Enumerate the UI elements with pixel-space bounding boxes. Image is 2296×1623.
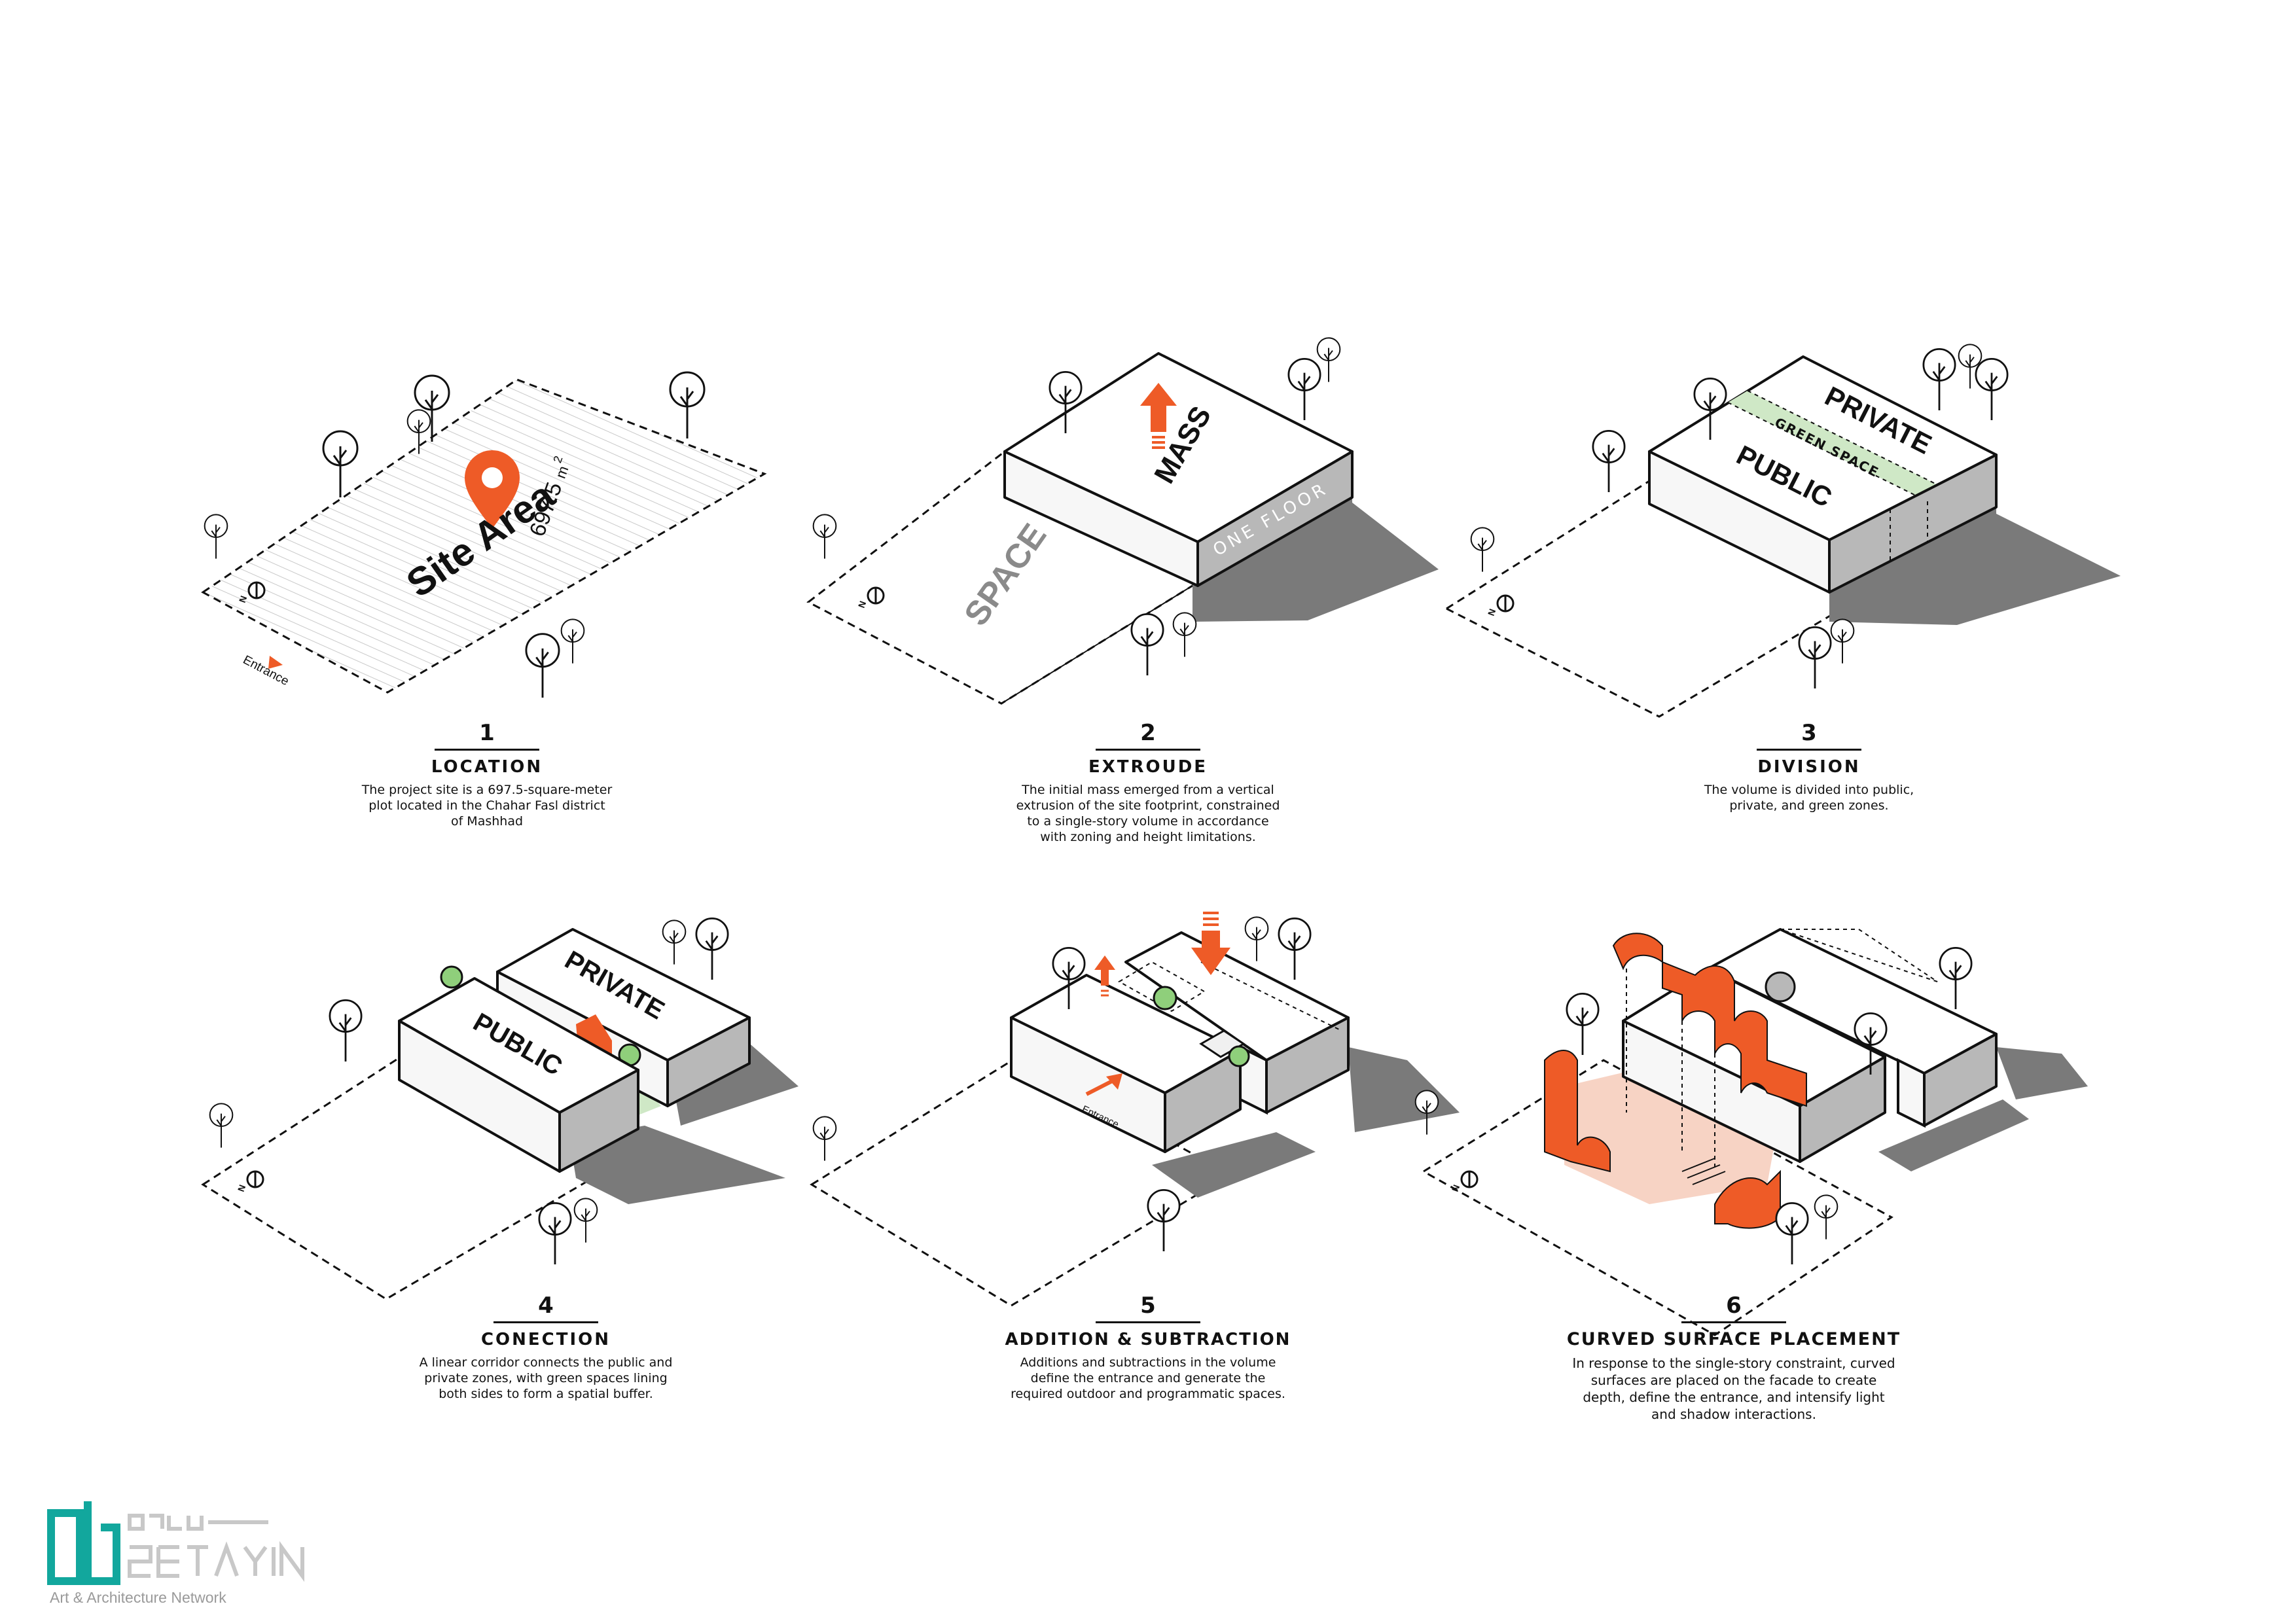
diagram-description: A linear corridor connects the public an… [376,1355,716,1402]
tree-icon [205,514,228,558]
tree-icon [539,1203,571,1264]
tree-icon [330,1000,361,1061]
tree-icon [670,372,704,438]
tree-icon [1279,918,1310,980]
divider [493,1321,598,1323]
logo [46,1499,321,1590]
north-arrow-icon [249,582,264,598]
diagram-description: The initial mass emerged from a vertical… [978,782,1318,845]
entrance-label: Entrance [241,653,291,688]
back-volume-left [1898,1060,1924,1126]
tree-icon [323,431,357,497]
logo-mark-icon [51,1501,117,1581]
diagram-title: CONECTION [376,1329,716,1351]
tree-icon [575,1198,598,1242]
diagram-2-extroude: MASS ONE FLOOR SPACE N [808,338,1439,704]
tree-icon [696,918,728,980]
tree-icon [1799,627,1831,688]
diagram-number: 6 [1551,1293,1917,1319]
tree-icon [663,920,686,964]
north-arrow-icon [247,1171,263,1187]
tree-icon [1471,527,1494,571]
tree-icon [1132,614,1163,675]
tree-icon [1924,349,1955,410]
divider [1757,749,1861,751]
north-label: N [236,1183,247,1193]
footprint-edge [1001,582,1198,704]
tree-icon [1567,993,1598,1055]
tree-green-icon [1154,987,1176,1009]
diagram-title: DIVISION [1639,756,1979,778]
tree-icon [526,634,559,698]
tree-icon [562,619,584,663]
tree-icon [1831,619,1854,663]
divider [1681,1321,1786,1323]
caption-6: 6 CURVED SURFACE PLACEMENT In response t… [1551,1293,1917,1423]
diagram-5-addition-subtraction: Entrance [812,913,1460,1306]
mass-shadow [1996,1047,2088,1099]
divider [435,749,539,751]
diagram-title: EXTROUDE [978,756,1318,778]
skylight-icon [1766,972,1795,1001]
logo-tagline: Art & Architecture Network [50,1589,226,1607]
tree-icon [1776,1203,1808,1264]
diagram-4-conection: PRIVATE PUBLIC N [203,918,798,1299]
diagram-description: The project site is a 697.5-square-meter… [317,782,657,829]
mass-shadow [1348,1047,1460,1132]
diagram-description: In response to the single-story constrai… [1551,1355,1917,1423]
caption-3: 3 DIVISION The volume is divided into pu… [1639,720,1979,813]
tree-icon [814,1116,836,1160]
caption-2: 2 EXTROUDE The initial mass emerged from… [978,720,1318,845]
diagram-number: 2 [978,720,1318,746]
tree-icon [1174,613,1196,656]
divider [1096,1321,1200,1323]
north-arrow-icon [1462,1171,1477,1187]
diagram-1-location: Site Area 697.5m2 N Entrance [203,372,764,698]
curved-canopy [1613,933,1662,969]
diagram-title: LOCATION [317,756,657,778]
diagram-number: 4 [376,1293,716,1319]
north-arrow-icon [1498,596,1513,611]
diagram-3-division: PRIVATE GREEN SPACE PUBLIC N [1446,344,2121,717]
north-label: N [1486,607,1498,617]
tree-icon [1940,948,1971,1009]
caption-5: 5 ADDITION & SUBTRACTION Additions and s… [978,1293,1318,1402]
diagram-number: 3 [1639,720,1979,746]
logo-wordmark-icon [130,1516,302,1576]
diagram-title: ADDITION & SUBTRACTION [978,1329,1318,1351]
tree-icon [1246,917,1268,961]
diagram-title: CURVED SURFACE PLACEMENT [1551,1329,1917,1351]
diagram-6-curved-surface: N [1416,929,2088,1335]
caption-4: 4 CONECTION A linear corridor connects t… [376,1293,716,1402]
tree-green-icon [1229,1046,1249,1066]
north-arrow-icon [868,588,884,603]
tree-icon [1593,431,1624,492]
space-label: SPACE [957,517,1054,633]
diagram-description: Additions and subtractions in the volume… [978,1355,1318,1402]
tree-green-icon [441,967,462,988]
north-label: N [1450,1183,1462,1193]
diagram-number: 5 [978,1293,1318,1319]
caption-1: 1 LOCATION The project site is a 697.5-s… [317,720,657,829]
diagram-number: 1 [317,720,657,746]
north-label: N [856,599,868,609]
diagram-description: The volume is divided into public, priva… [1639,782,1979,813]
tree-icon [1289,359,1320,420]
divider [1096,749,1200,751]
tree-icon [1815,1195,1838,1239]
tree-icon [1976,359,2007,420]
tree-icon [814,514,836,558]
tree-icon [210,1103,233,1147]
